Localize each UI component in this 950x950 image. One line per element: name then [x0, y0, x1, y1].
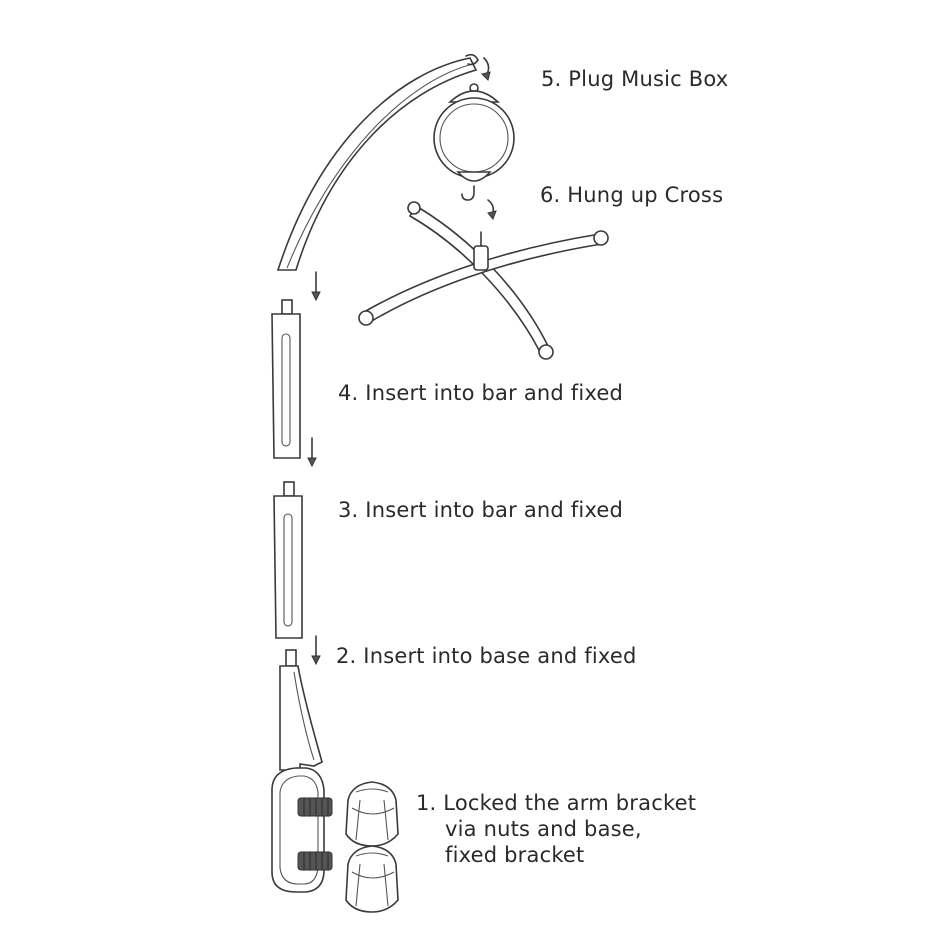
step-3-label: 3. Insert into bar and fixed — [338, 498, 624, 522]
wing-nut — [345, 845, 399, 913]
step-5-label: 5. Plug Music Box — [541, 67, 729, 91]
screw — [297, 851, 333, 871]
base-bracket — [271, 649, 333, 893]
wing-nut — [345, 781, 399, 847]
arrow-down-icon — [311, 271, 321, 302]
arrow-down-icon — [311, 635, 321, 666]
curved-arm — [276, 53, 491, 271]
cross-hanger — [358, 201, 609, 360]
bar-segment-3 — [273, 481, 303, 639]
step-1-label-line3: fixed bracket — [445, 843, 585, 867]
step-6-label: 6. Hung up Cross — [540, 183, 724, 207]
step-1-label-line2: via nuts and base, — [445, 817, 642, 841]
arrow-down-icon — [307, 437, 317, 468]
step-4-label: 4. Insert into bar and fixed — [338, 381, 624, 405]
music-box — [433, 83, 515, 220]
screw — [297, 797, 333, 817]
step-1-label-line1: 1. Locked the arm bracket — [416, 791, 697, 815]
step-2-label: 2. Insert into base and fixed — [336, 644, 637, 668]
bar-segment-4 — [271, 299, 301, 459]
